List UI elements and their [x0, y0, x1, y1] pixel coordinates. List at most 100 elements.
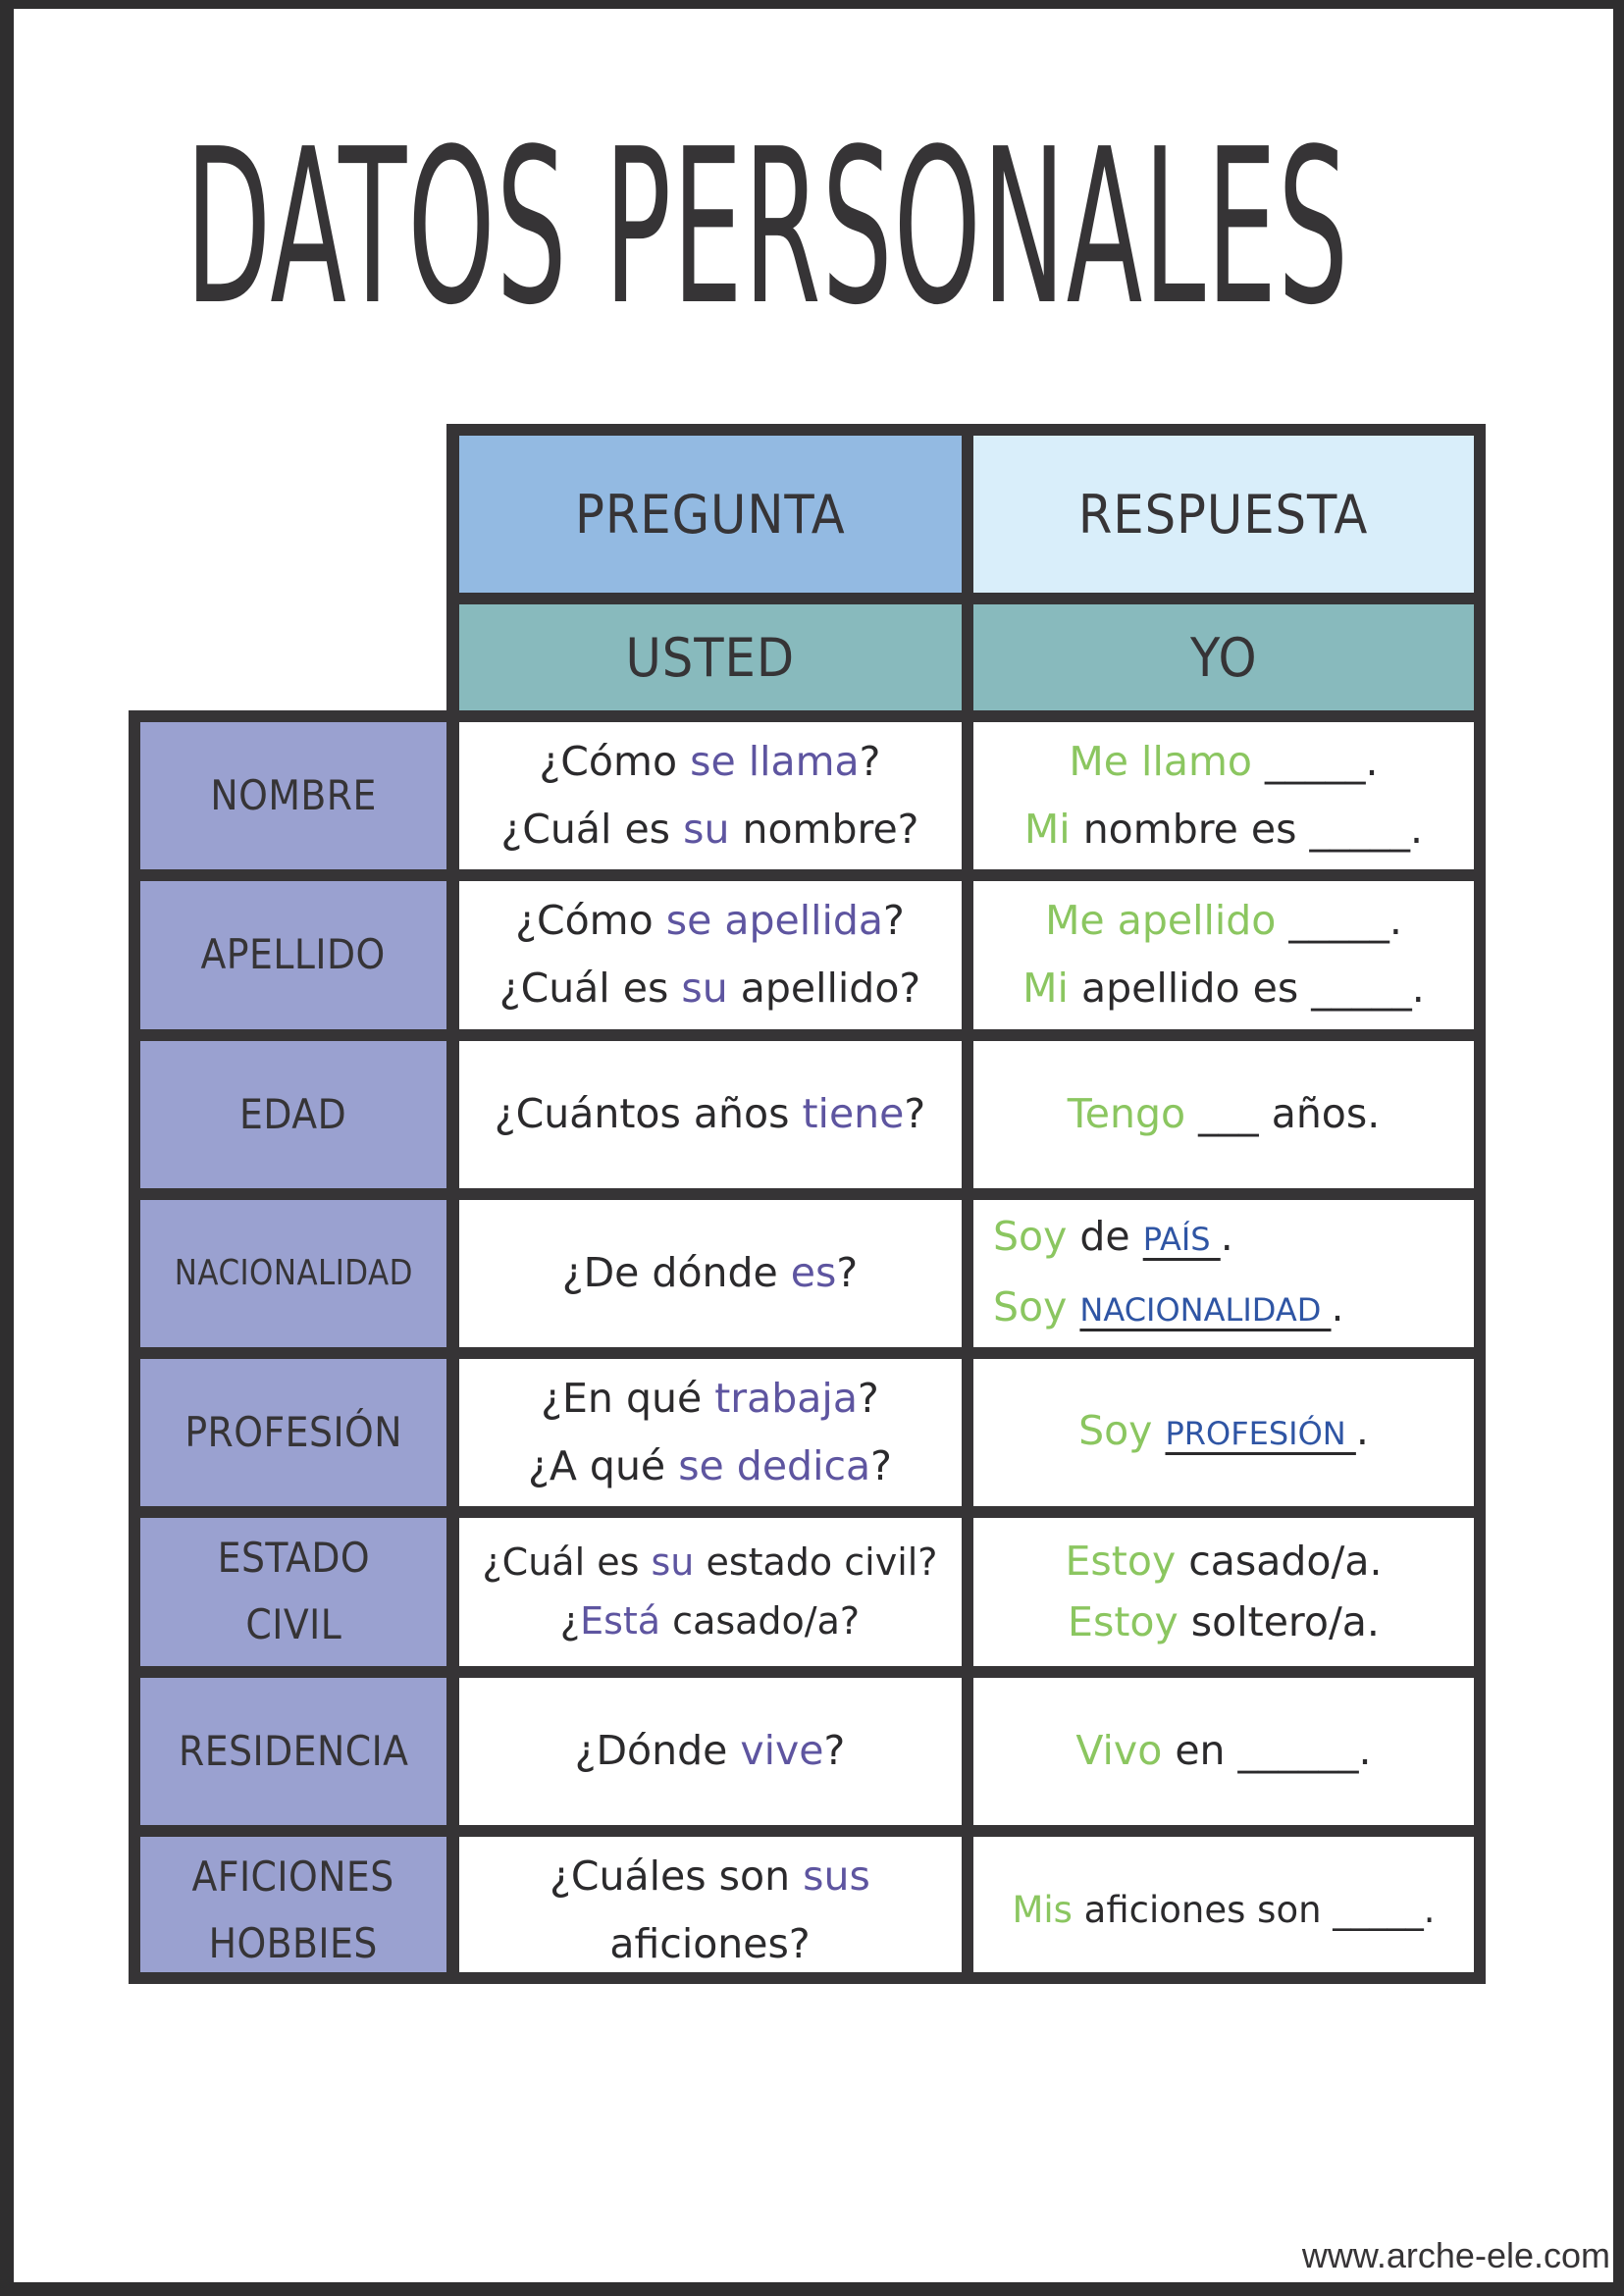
text-line: ¿Cómo se llama? — [540, 728, 881, 796]
header-yo: YO — [973, 604, 1474, 710]
answer-cell: Vivo en ______. — [973, 1677, 1474, 1825]
question-cell: ¿Cuántos años tiene? — [458, 1040, 962, 1188]
text-segment: de — [1067, 1212, 1143, 1260]
text-segment: ¿Dónde — [574, 1727, 741, 1775]
text-segment: apellido? — [727, 965, 921, 1013]
question-highlight: sus — [803, 1852, 870, 1900]
text-segment: nombre? — [729, 806, 919, 854]
header-respuesta-text: RESPUESTA — [1078, 483, 1369, 546]
placeholder-text: NACIONALIDAD — [1079, 1290, 1332, 1329]
question-highlight: trabaja — [714, 1375, 858, 1423]
text-segment: ? — [857, 1375, 879, 1423]
text-segment: ¿A qué — [528, 1442, 679, 1490]
text-segment: en ______. — [1162, 1727, 1372, 1775]
question-highlight: se dedica — [678, 1442, 871, 1490]
row-border — [129, 710, 1486, 722]
text-line: Tengo ___ años. — [1068, 1080, 1381, 1148]
row-border — [129, 1187, 1486, 1200]
row-border — [129, 1824, 1486, 1837]
answer-highlight: Me llamo — [1069, 738, 1252, 786]
text-line: ¿Cuál es su nombre? — [501, 796, 919, 863]
website-url[interactable]: www.arche-ele.com — [1301, 2235, 1610, 2275]
row-label-edad: EDAD — [140, 1040, 446, 1188]
label-question-divider — [446, 424, 459, 1984]
answer-highlight: Mi — [1022, 965, 1069, 1013]
text-segment: ? — [883, 897, 905, 945]
text-segment: ¿Cuántos años — [494, 1090, 803, 1138]
row-label-text: EDAD — [239, 1089, 347, 1138]
table-right-border — [1474, 424, 1486, 1984]
text-segment: ¿Cuál es — [482, 1540, 652, 1585]
row-border — [129, 1347, 1486, 1359]
text-segment: nombre es _____. — [1070, 806, 1424, 854]
question-highlight: Está — [580, 1599, 661, 1644]
text-segment: ? — [836, 1249, 859, 1297]
text-line: Estoy casado/a. — [1066, 1531, 1383, 1592]
text-segment: ? — [870, 1442, 892, 1490]
question-highlight: su — [651, 1540, 695, 1585]
question-highlight: se apellida — [665, 897, 884, 945]
text-line: Mis aficiones son _____. — [1012, 1876, 1435, 1944]
text-segment: ? — [904, 1090, 926, 1138]
text-segment: soltero/a. — [1178, 1598, 1380, 1646]
text-segment: _____. — [1276, 897, 1402, 945]
text-line: Mi nombre es _____. — [1024, 796, 1423, 863]
row-label-text: PROFESIÓN — [184, 1408, 402, 1457]
answer-highlight: Estoy — [1065, 1538, 1177, 1586]
text-segment: aficiones? — [609, 1919, 811, 1967]
text-line: ¿A qué se dedica? — [528, 1433, 892, 1500]
row-label-text: AFICIONES — [191, 1852, 395, 1901]
row-label-text: RESIDENCIA — [178, 1726, 409, 1775]
text-line: ¿Cómo se apellida? — [515, 887, 905, 955]
text-segment: ¿En qué — [541, 1375, 715, 1423]
text-segment: apellido es _____. — [1068, 965, 1425, 1013]
answer-highlight: Soy — [993, 1282, 1068, 1331]
answer-highlight: Estoy — [1068, 1598, 1179, 1646]
text-line: Soy PROFESIÓN . — [1078, 1397, 1369, 1468]
question-highlight: se llama — [690, 738, 860, 786]
answer-highlight: Vivo — [1075, 1727, 1163, 1775]
text-line: Soy NACIONALIDAD . — [993, 1274, 1344, 1344]
text-segment: ? — [859, 738, 881, 786]
text-segment — [1152, 1407, 1165, 1454]
row-label-residencia: RESIDENCIA — [140, 1677, 446, 1825]
text-line: aficiones? — [609, 1910, 810, 1978]
question-highlight: su — [681, 965, 728, 1013]
row-label-apellido: APELLIDO — [140, 881, 446, 1029]
text-segment: _____. — [1251, 738, 1379, 786]
text-segment: ¿ — [559, 1599, 581, 1644]
text-line: ¿Está casado/a? — [560, 1592, 860, 1650]
header-usted: USTED — [458, 604, 962, 710]
row-label-nacionalidad: NACIONALIDAD — [140, 1199, 446, 1347]
text-segment: estado civil? — [694, 1540, 938, 1585]
question-cell: ¿Cómo se apellida?¿Cuál es su apellido? — [458, 881, 962, 1029]
placeholder-text: PROFESIÓN — [1165, 1415, 1356, 1453]
text-segment: ¿Cuál es — [500, 806, 684, 854]
text-line: Estoy soltero/a. — [1068, 1592, 1380, 1652]
text-segment: ¿De dónde — [561, 1249, 791, 1297]
text-segment: ¿Cuál es — [498, 965, 682, 1013]
text-segment: ___ años. — [1185, 1090, 1381, 1138]
row-label-profesión: PROFESIÓN — [140, 1359, 446, 1507]
header-pregunta: PREGUNTA — [458, 436, 962, 593]
row-label-text: APELLIDO — [200, 930, 387, 979]
header-respuesta: RESPUESTA — [973, 436, 1474, 593]
text-line: ¿Cuál es su apellido? — [499, 955, 920, 1022]
row-label-aficiones: AFICIONES HOBBIES — [140, 1836, 446, 1984]
text-line: ¿Cuántos años tiene? — [495, 1080, 925, 1148]
row-label-text: NACIONALIDAD — [174, 1252, 413, 1293]
question-answer-divider — [962, 424, 973, 1984]
row-label-text: NOMBRE — [210, 771, 377, 820]
text-line: Me apellido _____. — [1045, 887, 1402, 955]
question-highlight: su — [683, 806, 730, 854]
row-label-text: HOBBIES — [208, 1918, 379, 1967]
text-line: Vivo en ______. — [1075, 1717, 1371, 1785]
answer-cell: Soy de PAÍS .Soy NACIONALIDAD . — [973, 1199, 1474, 1347]
text-segment: . — [1355, 1407, 1369, 1455]
table-bottom-border — [129, 1972, 1486, 1984]
text-segment: casado/a? — [660, 1599, 861, 1644]
answer-cell: Me llamo _____. Mi nombre es _____. — [973, 722, 1474, 870]
